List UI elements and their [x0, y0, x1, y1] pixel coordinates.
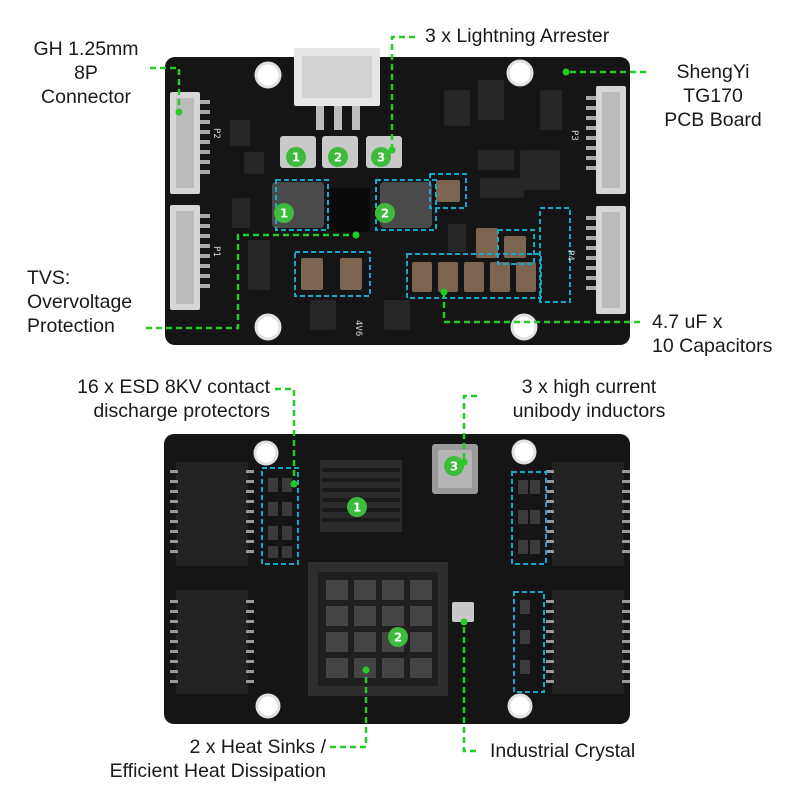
bottom-pcb-board: 1 2 3	[164, 434, 630, 724]
callout-pcb-board-line2: TG170	[683, 85, 743, 107]
svg-text:2: 2	[381, 207, 389, 221]
callout-esd-line2: discharge protectors	[93, 400, 270, 422]
callout-inductors-line2: unibody inductors	[512, 400, 666, 422]
callout-gh-connector-line3: Connector	[41, 86, 131, 108]
svg-text:3: 3	[450, 460, 458, 474]
leader-esd	[275, 387, 296, 484]
callout-capacitors-line2: 10 Capacitors	[652, 335, 773, 357]
callout-leaders	[146, 35, 646, 753]
svg-text:P3: P3	[569, 130, 579, 141]
callout-tvs: TVS: Overvoltage Protection	[27, 266, 132, 338]
industrial-crystal	[452, 602, 474, 622]
leader-lightning	[390, 35, 415, 150]
callout-heat-sinks: 2 x Heat Sinks / Efficient Heat Dissipat…	[60, 735, 326, 783]
svg-text:2: 2	[334, 151, 342, 165]
top-badge-1: 1	[286, 147, 306, 167]
top-pcb-board: P2 P1 P3 P4 4V6 1 2 3 1 2	[165, 48, 630, 345]
top-badge-3: 3	[371, 147, 391, 167]
callout-pcb-board-line1: ShengYi	[676, 61, 750, 83]
callout-crystal: Industrial Crystal	[490, 740, 636, 762]
mounting-hole	[255, 693, 281, 719]
svg-text:P4: P4	[565, 250, 575, 261]
mounting-hole	[253, 440, 279, 466]
leader-tvs	[146, 233, 356, 330]
callout-lightning-arrester: 3 x Lightning Arrester	[425, 25, 610, 47]
svg-text:3: 3	[377, 151, 385, 165]
mounting-hole	[511, 439, 537, 465]
callout-tvs-line1: TVS:	[27, 267, 71, 289]
capacitors	[301, 180, 536, 292]
callout-pcb-board-line3: PCB Board	[664, 109, 762, 131]
callout-capacitors: 4.7 uF x 10 Capacitors	[652, 310, 772, 358]
callout-gh-connector-line1: GH 1.25mm	[33, 38, 139, 60]
leader-inductors	[462, 394, 477, 462]
svg-text:P1: P1	[211, 246, 221, 257]
svg-text:2: 2	[394, 631, 402, 645]
mounting-hole	[506, 59, 534, 87]
svg-text:4V6: 4V6	[353, 320, 363, 336]
callout-tvs-line3: Protection	[27, 315, 115, 337]
callout-pcb-board: ShengYi TG170 PCB Board	[648, 60, 778, 132]
right-connector-p4	[586, 206, 626, 314]
callout-heat-sinks-line2: Efficient Heat Dissipation	[109, 760, 326, 782]
right-connector-p3	[586, 86, 626, 194]
bottom-badge-1: 1	[347, 497, 367, 517]
leader-crystal	[462, 622, 476, 753]
svg-text:P2: P2	[211, 128, 221, 139]
callout-gh-connector: GH 1.25mm 8P Connector	[24, 37, 148, 109]
leader-heat-sinks	[330, 670, 368, 749]
top-power-connector	[294, 48, 380, 130]
bottom-badge-3: 3	[444, 456, 464, 476]
callout-esd: 16 x ESD 8KV contact discharge protector…	[20, 375, 270, 423]
mounting-hole	[510, 313, 538, 341]
heat-sink-small	[320, 460, 402, 532]
top-inductor-badge-1: 1	[274, 203, 294, 223]
svg-text:1: 1	[353, 501, 361, 515]
leader-capacitors	[442, 292, 642, 324]
svg-text:1: 1	[292, 151, 300, 165]
bottom-badge-2: 2	[388, 627, 408, 647]
mounting-hole	[254, 61, 282, 89]
left-connector-p1	[170, 205, 210, 310]
left-connector-p2	[170, 92, 210, 194]
top-badge-2: 2	[328, 147, 348, 167]
callout-capacitors-line1: 4.7 uF x	[652, 311, 723, 333]
callout-tvs-line2: Overvoltage	[27, 291, 133, 313]
mounting-hole	[507, 693, 533, 719]
inductors	[272, 182, 432, 232]
callout-gh-connector-line2: 8P	[74, 62, 98, 84]
callout-inductors: 3 x high current unibody inductors	[484, 375, 694, 423]
callout-esd-line1: 16 x ESD 8KV contact	[77, 376, 270, 398]
heat-sink-large	[308, 562, 448, 696]
svg-text:1: 1	[280, 207, 288, 221]
top-inductor-badge-2: 2	[375, 203, 395, 223]
callout-inductors-line1: 3 x high current	[521, 376, 657, 398]
callout-heat-sinks-line1: 2 x Heat Sinks /	[189, 736, 326, 758]
mounting-hole	[254, 313, 282, 341]
